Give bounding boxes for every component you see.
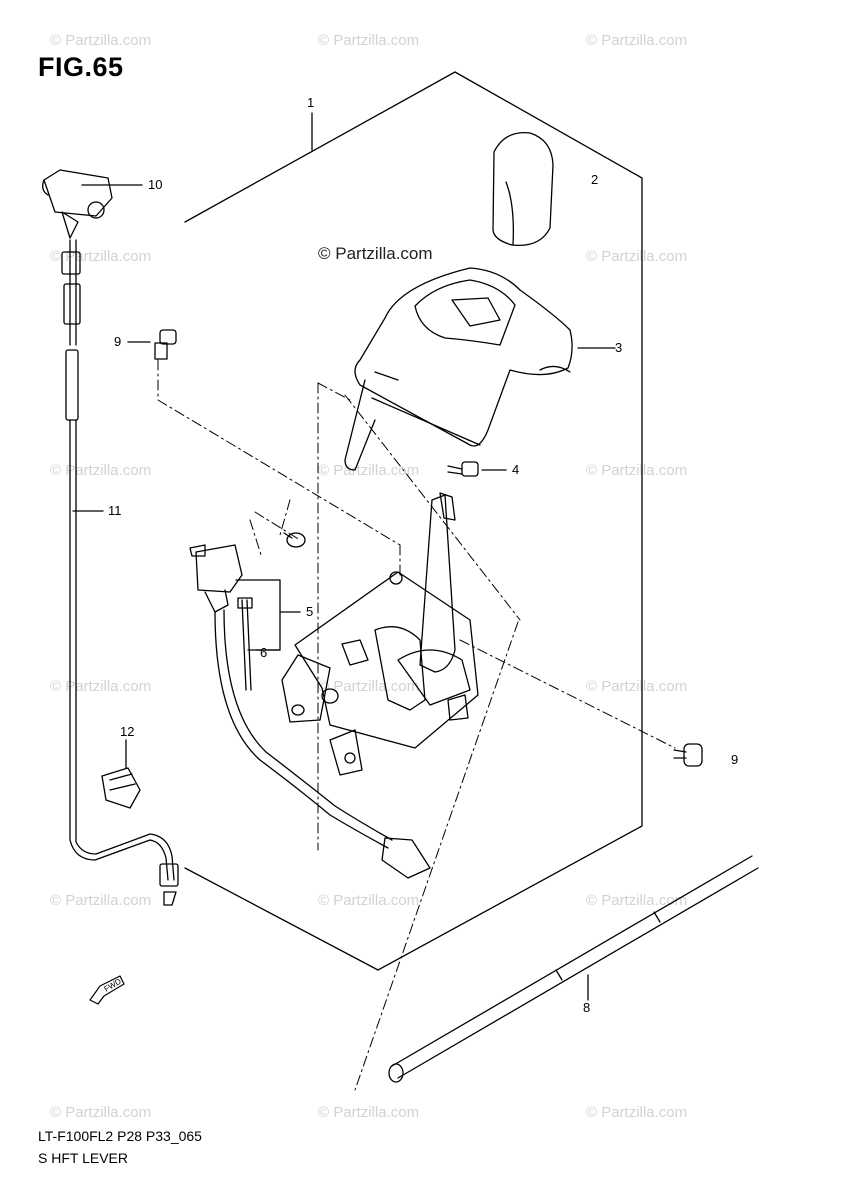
- shift-knob: [492, 131, 554, 247]
- callout-12: 12: [120, 724, 135, 739]
- watermark: © Partzilla.com: [318, 678, 420, 695]
- guide-line: [344, 394, 521, 621]
- guide-line: [254, 511, 301, 541]
- guide-line: [459, 639, 676, 749]
- guide-line: [317, 382, 351, 401]
- bolt-9-upper: [154, 329, 177, 360]
- fwd-arrow: [89, 975, 125, 1005]
- watermark-featured: © Partzilla.com: [318, 244, 433, 263]
- callout-9-upper: 9: [114, 334, 122, 349]
- guide-line: [279, 499, 291, 536]
- throttle-switch-10: [42, 169, 113, 239]
- figure-title: FIG.65: [38, 52, 124, 82]
- guide-line: [249, 519, 263, 559]
- guide-line: [354, 621, 519, 1091]
- watermark: © Partzilla.com: [50, 32, 152, 49]
- watermark: © Partzilla.com: [586, 678, 688, 695]
- watermark: © Partzilla.com: [50, 678, 152, 695]
- figure-code: LT-F100FL2 P28 P33_065: [38, 1128, 202, 1144]
- watermark: © Partzilla.com: [318, 462, 420, 479]
- guide-line: [157, 399, 401, 546]
- watermark: © Partzilla.com: [586, 1104, 688, 1121]
- lever-base-assembly: [281, 492, 479, 776]
- cable-tie-6: [237, 597, 253, 691]
- lever-cover: [344, 267, 573, 471]
- bolt-9-lower: [673, 743, 703, 767]
- watermark: © Partzilla.com: [318, 1104, 420, 1121]
- callout-5: 5: [306, 604, 314, 619]
- callout-8: 8: [583, 1000, 591, 1015]
- switch-wire: [214, 609, 431, 879]
- switch-5: [189, 544, 243, 613]
- watermark: © Partzilla.com: [50, 462, 152, 479]
- screw-4: [447, 461, 479, 477]
- cable-11: [61, 239, 179, 906]
- callout-2: 2: [591, 172, 599, 187]
- assembly-outline: [184, 71, 643, 971]
- watermark: © Partzilla.com: [318, 32, 420, 49]
- callout-4: 4: [512, 462, 520, 477]
- callout-3: 3: [615, 340, 623, 355]
- screw-small: [283, 532, 306, 548]
- watermark: © Partzilla.com: [586, 32, 688, 49]
- figure-caption: S HFT LEVER: [38, 1150, 128, 1166]
- callout-9-lower: 9: [731, 752, 739, 767]
- rod-8: [388, 855, 759, 1083]
- shift-knob-edge: [505, 181, 514, 246]
- watermark: © Partzilla.com: [50, 892, 152, 909]
- watermark: © Partzilla.com: [586, 892, 688, 909]
- watermark: © Partzilla.com: [50, 1104, 152, 1121]
- callout-11: 11: [108, 503, 122, 518]
- clamp-12: [101, 767, 141, 809]
- watermark: © Partzilla.com: [586, 462, 688, 479]
- callout-6: 6: [260, 645, 268, 660]
- watermark: © Partzilla.com: [586, 248, 688, 265]
- callout-1: 1: [307, 95, 315, 110]
- callout-10: 10: [148, 177, 163, 192]
- watermark: © Partzilla.com: [318, 892, 420, 909]
